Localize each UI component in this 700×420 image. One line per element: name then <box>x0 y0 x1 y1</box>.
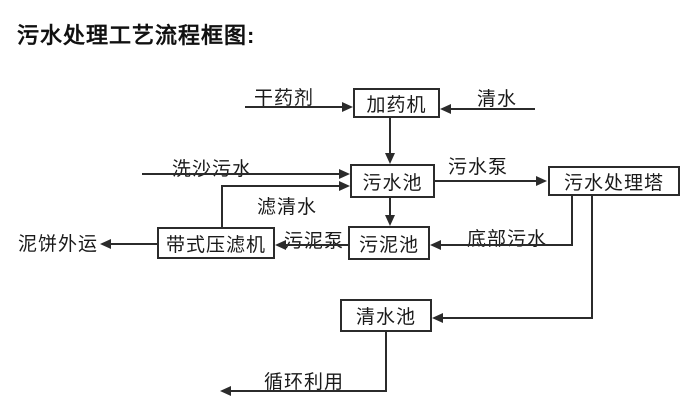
edge-label-bottom-sewage: 底部污水 <box>467 229 548 250</box>
node-dosing-machine: 加药机 <box>353 88 440 118</box>
line-tower-to-clean <box>443 317 593 319</box>
line-sewage-pump <box>435 180 537 182</box>
line-mud-cake-out <box>111 243 157 245</box>
line-tower-to-clean-vertical <box>591 196 593 319</box>
node-sewage-pool: 污水池 <box>350 164 435 198</box>
line-dry-agent <box>245 106 343 108</box>
arrowhead-recycle <box>220 386 231 396</box>
arrowhead-sludge-pump <box>275 240 286 250</box>
arrowhead-bottom-sewage <box>430 240 441 250</box>
edge-label-filtered-water: 滤清水 <box>257 197 318 218</box>
arrowhead-sand-wash-sewage <box>339 169 350 179</box>
node-belt-filter-press: 带式压滤机 <box>157 227 275 259</box>
line-dosing-to-sewage <box>389 118 391 154</box>
arrowhead-mud-cake-out <box>100 239 111 249</box>
line-bottom-sewage <box>441 244 573 246</box>
edge-label-mud-cake-out: 泥饼外运 <box>18 234 99 255</box>
line-sewage-to-sludge <box>389 198 391 215</box>
node-sludge-pool: 污泥池 <box>348 226 430 260</box>
arrowhead-sewage-to-sludge <box>385 215 395 226</box>
node-treatment-tower: 污水处理塔 <box>548 166 680 196</box>
arrowhead-filtered-water <box>339 181 350 191</box>
edge-label-sand-wash-sewage: 洗沙污水 <box>172 159 253 180</box>
line-sand-wash-sewage <box>142 173 340 175</box>
line-bottom-sewage-vertical <box>571 196 573 246</box>
edge-label-clean-water: 清水 <box>477 89 518 110</box>
edge-label-recycle-use: 循环利用 <box>264 372 345 393</box>
node-clean-water-pool: 清水池 <box>340 299 432 332</box>
arrowhead-dosing-to-sewage <box>385 153 395 164</box>
line-clean-water <box>451 108 535 110</box>
line-sludge-pump <box>286 244 348 246</box>
edge-label-sludge-pump: 污泥泵 <box>284 231 345 252</box>
edge-label-sewage-pump: 污水泵 <box>448 157 509 178</box>
line-filtered-water-vertical <box>221 186 223 227</box>
line-filtered-water <box>221 185 340 187</box>
edge-label-dry-agent: 干药剂 <box>254 88 315 109</box>
arrowhead-clean-water <box>440 104 451 114</box>
arrowhead-dry-agent <box>342 102 353 112</box>
arrowhead-tower-to-clean <box>432 313 443 323</box>
line-recycle-vertical <box>385 332 387 392</box>
line-recycle <box>231 390 387 392</box>
arrowhead-sewage-pump <box>536 176 547 186</box>
page-title: 污水处理工艺流程框图: <box>17 23 256 48</box>
